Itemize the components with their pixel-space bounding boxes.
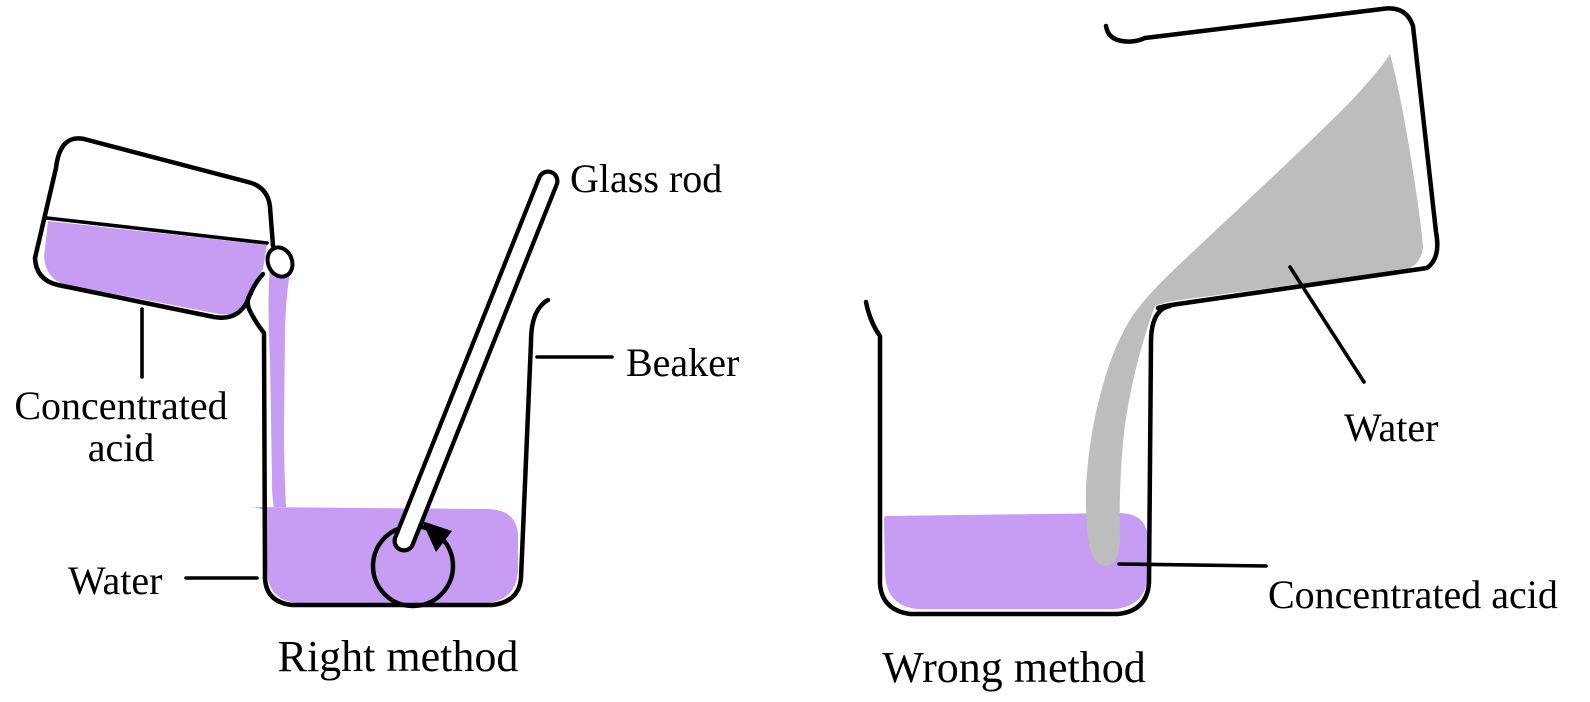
concentrated-acid-right-pointer-line [1117, 562, 1268, 568]
glass-rod-body [396, 173, 556, 549]
acid-fill-right-beaker [884, 513, 1148, 609]
container-spout [265, 245, 295, 279]
acid-pour-stream [268, 264, 290, 507]
concentrated-acid-right-label: Concentrated acid [1268, 572, 1558, 617]
water-fill [250, 507, 518, 603]
stir-arrow-icon [422, 521, 452, 552]
glass-rod-label: Glass rod [570, 156, 722, 201]
acid-container-outline [32, 136, 276, 261]
wrong-method-caption: Wrong method [882, 643, 1145, 692]
acid-surface-line [45, 216, 269, 245]
acid-container-bottom-outline [32, 255, 266, 320]
concentrated-acid-label-line2: acid [88, 425, 155, 470]
acid-in-container-fill [44, 221, 267, 315]
concentrated-acid-label-line1: Concentrated [14, 383, 227, 428]
right-beaker-outline [863, 299, 1173, 617]
water-label: Water [68, 558, 163, 603]
beaker-label: Beaker [626, 340, 739, 385]
right-method-figure: Concentrated acid Glass rod Beaker Water… [14, 136, 739, 681]
water-right-pointer-line [1288, 265, 1366, 384]
water-right-label: Water [1344, 405, 1439, 450]
water-container-outline [1103, 6, 1440, 311]
water-gray-fill-and-stream [1085, 54, 1423, 566]
wrong-method-figure: Water Concentrated acid Wrong method [863, 6, 1558, 692]
right-method-caption: Right method [278, 632, 519, 681]
left-beaker-outline [245, 290, 551, 608]
